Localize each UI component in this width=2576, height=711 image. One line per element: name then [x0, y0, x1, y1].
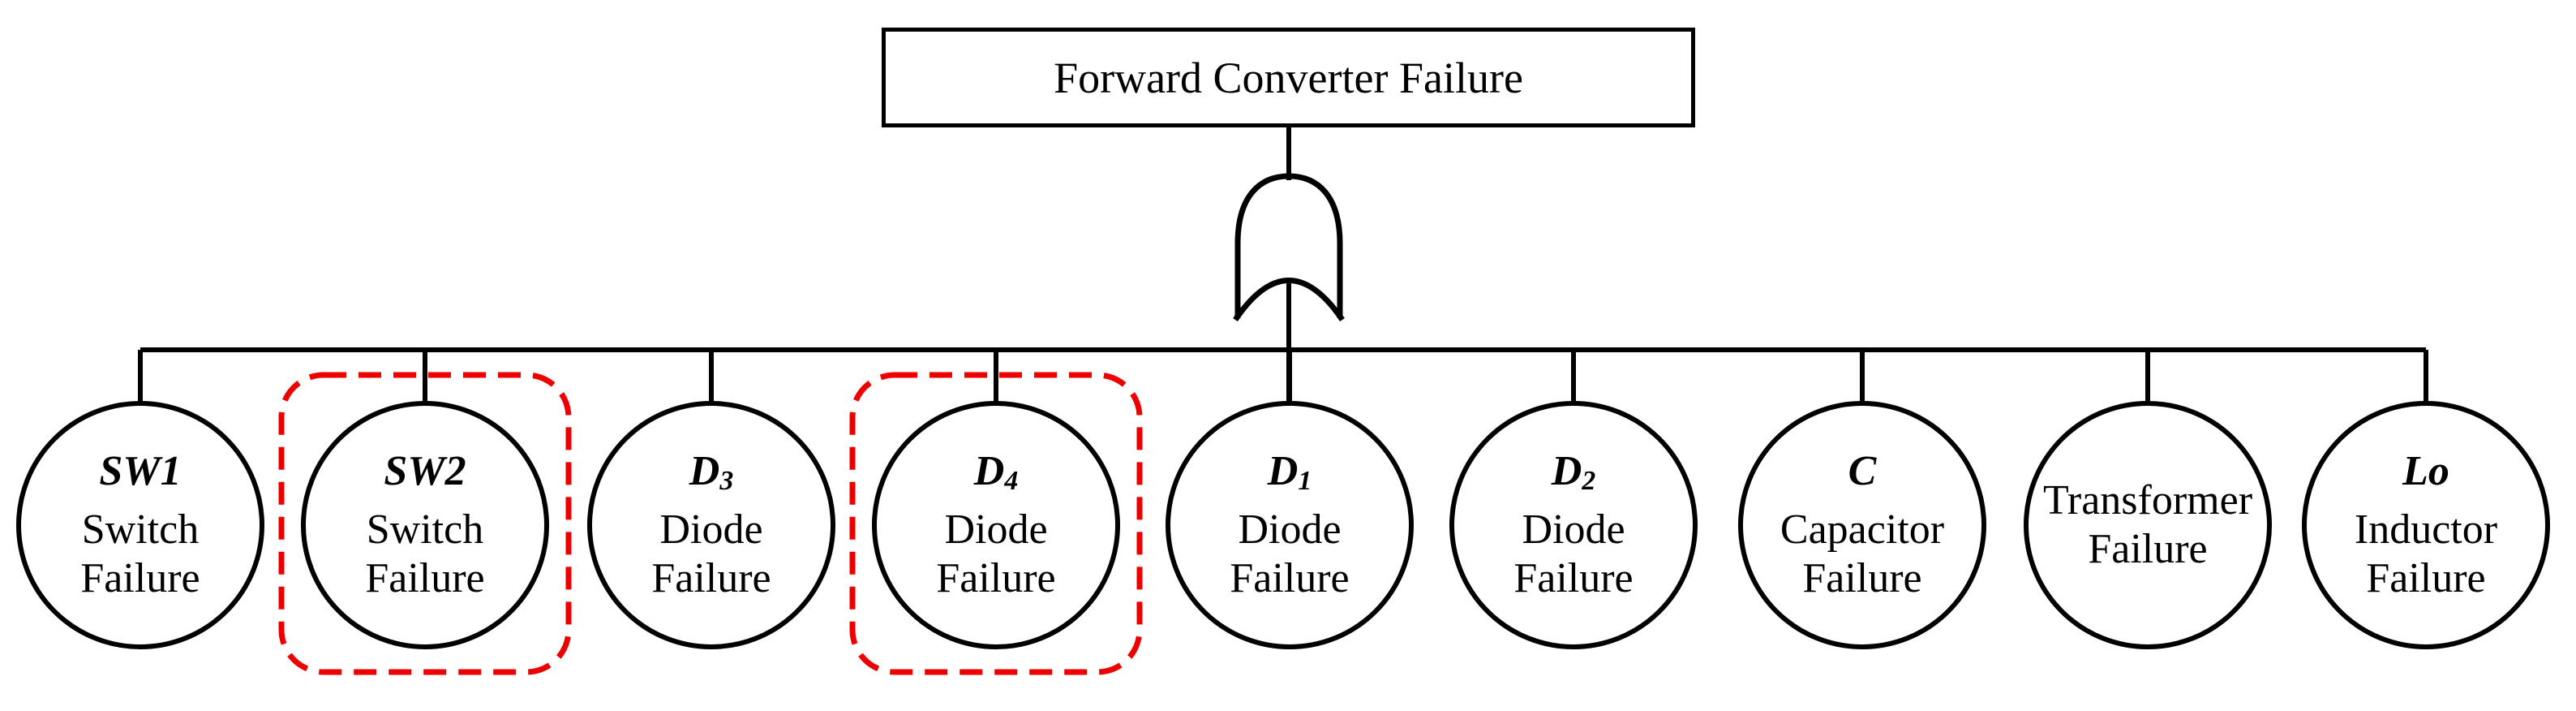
event-label-line2: Failure — [365, 555, 485, 602]
event-label-line2: Failure — [936, 555, 1056, 602]
highlight-box-sw2 — [278, 372, 572, 675]
event-symbol: D1 — [1267, 447, 1312, 497]
event-node-d2: D2 Diode Failure — [1449, 401, 1698, 649]
event-label-line1: Transformer — [2042, 477, 2253, 524]
event-node-d1: D1 Diode Failure — [1166, 401, 1414, 649]
event-label-line2: Failure — [80, 555, 200, 602]
event-label-line1: Switch — [81, 506, 200, 554]
event-symbol: D2 — [1551, 447, 1596, 497]
event-node-transformer: Transformer Failure — [2024, 401, 2272, 649]
event-label-line2: Failure — [1513, 555, 1634, 602]
event-node-d4: D4 Diode Failure — [872, 401, 1120, 649]
event-label-line1: Diode — [1238, 506, 1342, 554]
event-label-line2: Failure — [651, 555, 771, 602]
event-label-line1: Diode — [659, 506, 763, 554]
highlight-box-d4 — [849, 372, 1143, 675]
event-label-line2: Failure — [2366, 555, 2486, 602]
event-symbol: C — [1848, 447, 1877, 494]
event-node-sw2: SW2 Switch Failure — [301, 401, 549, 649]
event-label-line2: Failure — [1802, 555, 1922, 602]
event-symbol: D4 — [973, 447, 1019, 497]
event-node-c: C Capacitor Failure — [1738, 401, 1986, 649]
event-symbol: SW2 — [384, 447, 466, 494]
top-event-box: Forward Converter Failure — [882, 28, 1695, 127]
event-symbol: SW1 — [99, 447, 182, 494]
event-label-line2: Failure — [1230, 555, 1350, 602]
event-label-line1: Switch — [366, 506, 484, 554]
event-node-sw1: SW1 Switch Failure — [16, 401, 264, 649]
event-node-d3: D3 Diode Failure — [587, 401, 835, 649]
event-node-lo: Lo Inductor Failure — [2302, 401, 2550, 649]
event-label-line1: Inductor — [2354, 506, 2498, 554]
event-label-line1: Diode — [944, 506, 1048, 554]
event-label-line2: Failure — [2088, 526, 2208, 572]
event-symbol: D3 — [689, 447, 734, 497]
or-gate-outline — [1234, 173, 1343, 318]
event-symbol: Lo — [2402, 447, 2449, 494]
top-event-label: Forward Converter Failure — [1054, 53, 1523, 102]
event-label-line1: Capacitor — [1780, 506, 1945, 554]
event-label-line1: Diode — [1522, 506, 1625, 554]
